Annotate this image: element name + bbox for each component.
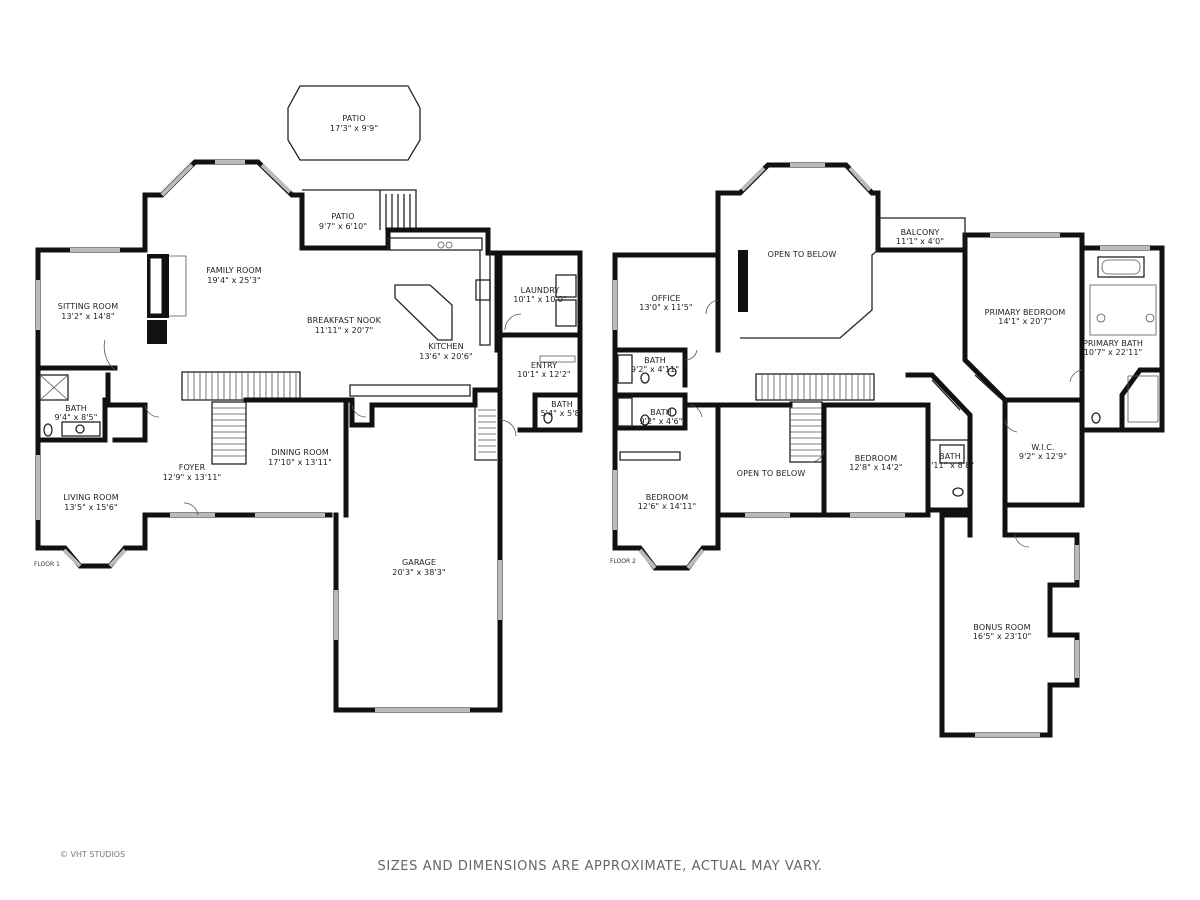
disclaimer-text: SIZES AND DIMENSIONS ARE APPROXIMATE, AC… [377, 859, 823, 874]
room-dims: 4'11" x 8'8" [926, 461, 974, 470]
room-dims: 9'4" x 8'5" [54, 413, 97, 422]
floor-2-plan: FLOOR 2 OPEN TO BELOW BALCONY 11'1" x 4'… [610, 162, 1165, 738]
room-dims: 14'1" x 20'7" [998, 317, 1051, 326]
room-dims: 13'5" x 15'6" [64, 503, 117, 512]
room-dims: 13'2" x 14'8" [61, 312, 114, 321]
room-name: OPEN TO BELOW [737, 469, 806, 478]
wic-walls [1002, 397, 1085, 508]
room-name: PATIO [331, 212, 354, 221]
room-name: BATH [644, 356, 666, 365]
room-name: BATH [551, 400, 573, 409]
floor-2-label: FLOOR 2 [610, 558, 636, 565]
floor1-stairs [181, 371, 301, 465]
small-bath-walls [532, 392, 583, 433]
room-dims: 9'2" x 4'11" [631, 365, 679, 374]
room-name: BONUS ROOM [973, 623, 1030, 632]
room-name: BALCONY [901, 228, 940, 237]
room-name: OPEN TO BELOW [768, 250, 837, 259]
office-walls [612, 252, 721, 388]
room-dims: 10'1" x 10'0" [513, 295, 566, 304]
room-name: BREAKFAST NOOK [307, 316, 382, 325]
floor-1-label: FLOOR 1 [34, 561, 60, 568]
room-name: LAUNDRY [521, 286, 560, 295]
room-dims: 10'1" x 12'2" [517, 370, 570, 379]
room-name: FAMILY ROOM [206, 266, 262, 275]
room-name: W.I.C. [1031, 443, 1054, 452]
room-name: DINING ROOM [271, 448, 329, 457]
copyright-text: © VHT STUDIOS [60, 850, 126, 859]
room-dims: 11'11" x 20'7" [315, 326, 374, 335]
room-name: PRIMARY BEDROOM [985, 308, 1066, 317]
floor2-fireplace-wall [738, 250, 748, 312]
room-name: GARAGE [402, 558, 436, 567]
floor2-stairs [755, 373, 875, 463]
room-name: ENTRY [531, 361, 557, 370]
room-name: BATH [650, 408, 672, 417]
patio-outline [287, 85, 421, 161]
room-dims: 17'10" x 13'11" [268, 458, 332, 467]
upper-baths-walls [612, 347, 688, 453]
room-dims: 13'0" x 11'5" [639, 303, 692, 312]
floor-1-plan: FLOOR 1 PATIO 17'3" x 9'9" PATIO 9'7" x … [34, 85, 583, 713]
room-name: PATIO [342, 114, 365, 123]
room-name: OFFICE [651, 294, 680, 303]
balcony-outline [877, 217, 966, 250]
room-name: KITCHEN [428, 342, 463, 351]
floor1-bath-walls [35, 365, 148, 443]
room-dims: 5'4" x 5'8" [540, 409, 583, 418]
primary-bedroom-walls [962, 247, 1085, 403]
bedroom-middle-walls [821, 402, 931, 518]
room-dims: 10'7" x 22'11" [1084, 348, 1143, 357]
covered-patio-outline [302, 189, 417, 230]
kitchen-island [394, 284, 453, 341]
room-dims: 9'2" x 12'9" [1019, 452, 1067, 461]
room-name: PRIMARY BATH [1083, 339, 1143, 348]
floor-1-room-labels: PATIO 17'3" x 9'9" PATIO 9'7" x 6'10" FA… [54, 114, 583, 577]
room-dims: 9'2" x 4'6" [639, 417, 682, 426]
room-name: FOYER [179, 463, 206, 472]
room-dims: 19'4" x 25'3" [207, 276, 260, 285]
room-dims: 11'1" x 4'0" [896, 237, 944, 246]
room-dims: 9'7" x 6'10" [319, 222, 367, 231]
room-dims: 16'5" x 23'10" [973, 632, 1032, 641]
room-dims: 17'3" x 9'9" [330, 124, 378, 133]
room-name: BEDROOM [646, 493, 688, 502]
room-name: LIVING ROOM [63, 493, 119, 502]
room-name: BATH [65, 404, 87, 413]
room-dims: 12'6" x 14'11" [638, 502, 697, 511]
hall-bath-walls [905, 372, 973, 513]
room-dims: 12'8" x 14'2" [849, 463, 902, 472]
room-dims: 13'6" x 20'6" [419, 352, 472, 361]
room-dims: 20'3" x 38'3" [392, 568, 445, 577]
open-to-below-walls [715, 162, 1085, 403]
bonus-room-walls [939, 502, 1080, 738]
room-name: BEDROOM [855, 454, 897, 463]
room-name: SITTING ROOM [58, 302, 118, 311]
room-name: BATH [939, 452, 961, 461]
floor-2-room-labels: OPEN TO BELOW BALCONY 11'1" x 4'0" OFFIC… [631, 228, 1143, 641]
room-dims: 12'9" x 13'11" [163, 473, 222, 482]
